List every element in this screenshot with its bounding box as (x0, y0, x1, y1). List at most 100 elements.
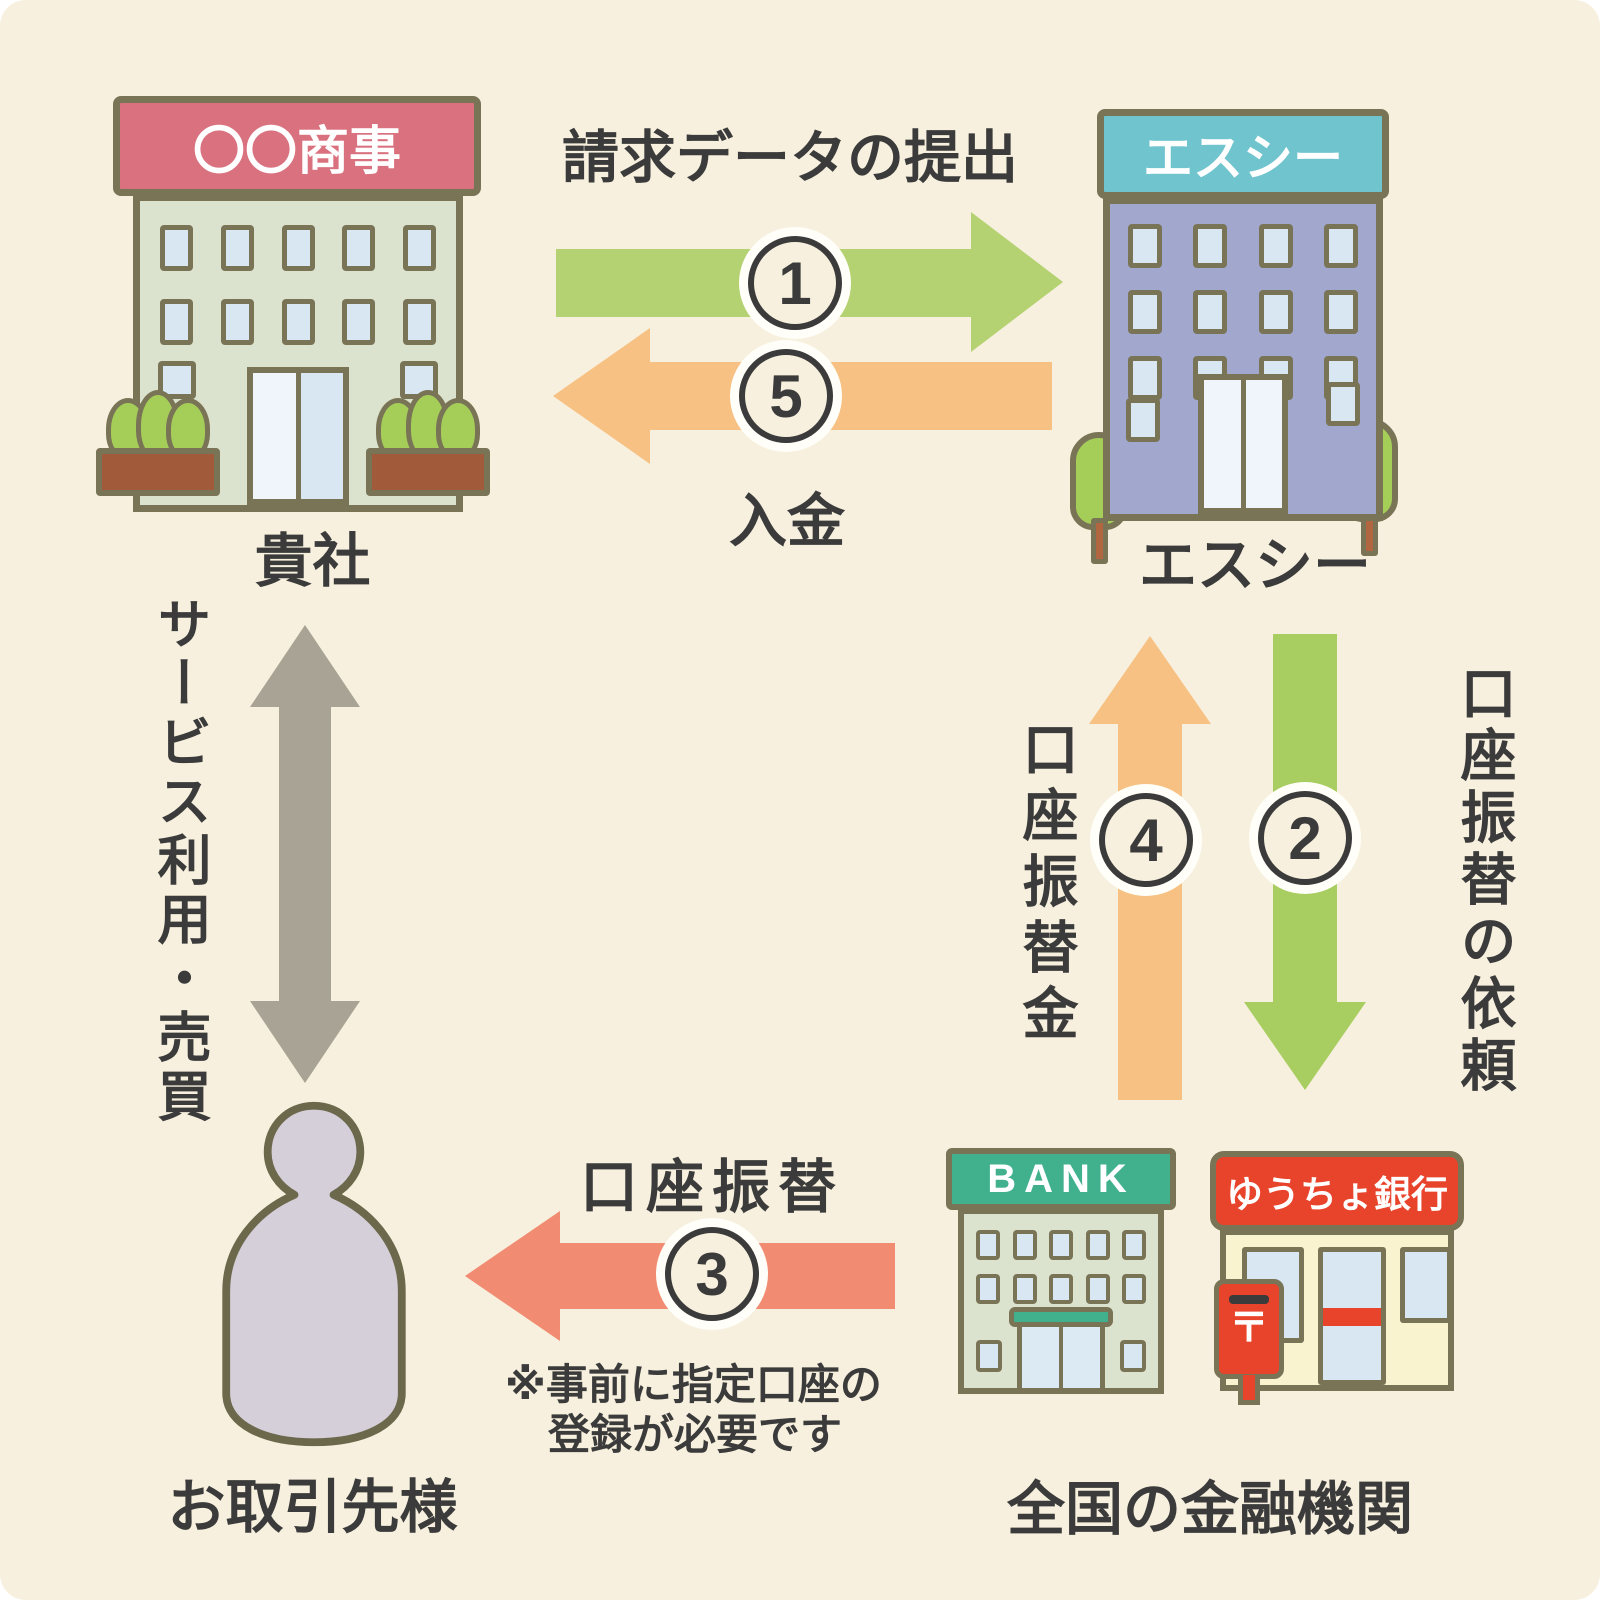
step-circle-5: 5 (739, 349, 833, 443)
window (976, 1230, 1000, 1260)
door-panel (1204, 380, 1241, 508)
door-icon (1318, 1247, 1386, 1385)
planter-icon (362, 390, 494, 496)
planter-icon (92, 390, 224, 496)
window (1012, 1274, 1037, 1304)
window (1049, 1230, 1073, 1260)
window (1085, 1274, 1110, 1304)
window-row (1110, 224, 1376, 268)
step-number: 4 (1129, 806, 1163, 874)
step-number: 5 (769, 362, 803, 430)
window (160, 225, 193, 271)
postal-mark-icon: 〒 (1229, 1306, 1269, 1350)
window (342, 299, 376, 345)
window (220, 225, 254, 271)
door-panel (1059, 1321, 1100, 1388)
window (1258, 290, 1293, 334)
postbox-slot (1229, 1295, 1269, 1304)
step-number: 2 (1288, 804, 1322, 872)
arrow-shaft (279, 705, 331, 1003)
arrow-head-down-icon (1244, 1002, 1366, 1090)
window (1400, 1247, 1452, 1323)
red-band (1323, 1308, 1381, 1326)
client-label: お取引先様 (167, 1475, 458, 1540)
window (403, 299, 436, 345)
window (976, 1340, 1002, 1372)
postbox-stem (1238, 1375, 1260, 1405)
arrow-head-right-icon (971, 212, 1063, 352)
flow-label-transfer-request: 口座振替の依頼 (1453, 664, 1516, 1098)
flow-label-account-transfer: 口座振替 (579, 1155, 844, 1220)
window (1122, 1274, 1146, 1304)
flow-label-service: サービス利用・売買 (149, 596, 209, 1127)
sc-building-icon: エスシー (1083, 109, 1403, 521)
window (1323, 224, 1358, 268)
window (1085, 1230, 1110, 1260)
your-company-sign: 〇〇商事 (113, 96, 481, 196)
step-number: 1 (778, 249, 812, 317)
arrow-deposit-left (553, 328, 1052, 464)
window (160, 299, 193, 345)
window (281, 299, 315, 345)
arrow-head-up-icon (1089, 636, 1211, 724)
window-row (140, 299, 456, 345)
sc-sign: エスシー (1097, 109, 1389, 199)
window (1122, 1230, 1146, 1260)
bank-building-icon: BANK (946, 1148, 1176, 1394)
door-panel (253, 373, 296, 499)
window-row (964, 1230, 1158, 1260)
arrow-head-down-icon (250, 1001, 360, 1083)
door-panel (1240, 380, 1282, 508)
financial-institutions-label: 全国の金融機関 (1006, 1477, 1413, 1542)
flow-label-submit-billing: 請求データの提出 (562, 126, 1018, 190)
window (1128, 290, 1162, 334)
flow-label-transfer-funds: 口座振替金 (1015, 720, 1078, 1050)
window (1193, 224, 1228, 268)
postbox-body: 〒 (1214, 1279, 1284, 1379)
door-icon (247, 367, 349, 505)
bank-sign: BANK (946, 1148, 1176, 1210)
door-panel (295, 373, 343, 499)
your-company-label: 貴社 (254, 529, 371, 594)
window (1126, 398, 1160, 442)
arrow-head-left-icon (553, 328, 650, 464)
account-transfer-note: ※事前に指定口座の 登録が必要です (505, 1360, 882, 1459)
building-body (958, 1208, 1164, 1394)
window (1258, 224, 1293, 268)
window (1128, 356, 1162, 400)
door-panel (1022, 1321, 1059, 1388)
postbox-icon: 〒 (1214, 1279, 1284, 1405)
window (1326, 382, 1360, 426)
window-row (1110, 290, 1376, 334)
door-icon (1198, 374, 1288, 514)
arrow-transfer-funds-up (1089, 636, 1211, 1100)
step-circle-3: 3 (665, 1227, 759, 1321)
window (1323, 290, 1358, 334)
awning-icon (1009, 1307, 1113, 1327)
yucho-sign: ゆうちょ銀行 (1210, 1151, 1464, 1231)
window (976, 1274, 1000, 1304)
flow-label-deposit: 入金 (728, 489, 845, 554)
window (403, 225, 436, 271)
step-number: 3 (695, 1240, 729, 1308)
window (342, 225, 376, 271)
arrow-service-double (250, 625, 360, 1085)
window-row (964, 1274, 1158, 1304)
window (1120, 1340, 1146, 1372)
window (220, 299, 254, 345)
arrow-head-up-icon (250, 625, 360, 707)
client-person-icon (222, 1101, 406, 1447)
step-circle-1: 1 (748, 236, 842, 330)
window-row (140, 225, 456, 271)
note-line-2: 登録が必要です (548, 1410, 843, 1458)
pot-icon (366, 448, 490, 496)
sc-label: エスシー (1138, 533, 1371, 598)
step-circle-2: 2 (1258, 791, 1352, 885)
step-circle-4: 4 (1099, 793, 1193, 887)
window (1193, 290, 1228, 334)
window (281, 225, 315, 271)
arrow-shaft (1118, 722, 1182, 1100)
tree-trunk-icon (1090, 518, 1108, 564)
arrow-head-left-icon (465, 1211, 560, 1341)
